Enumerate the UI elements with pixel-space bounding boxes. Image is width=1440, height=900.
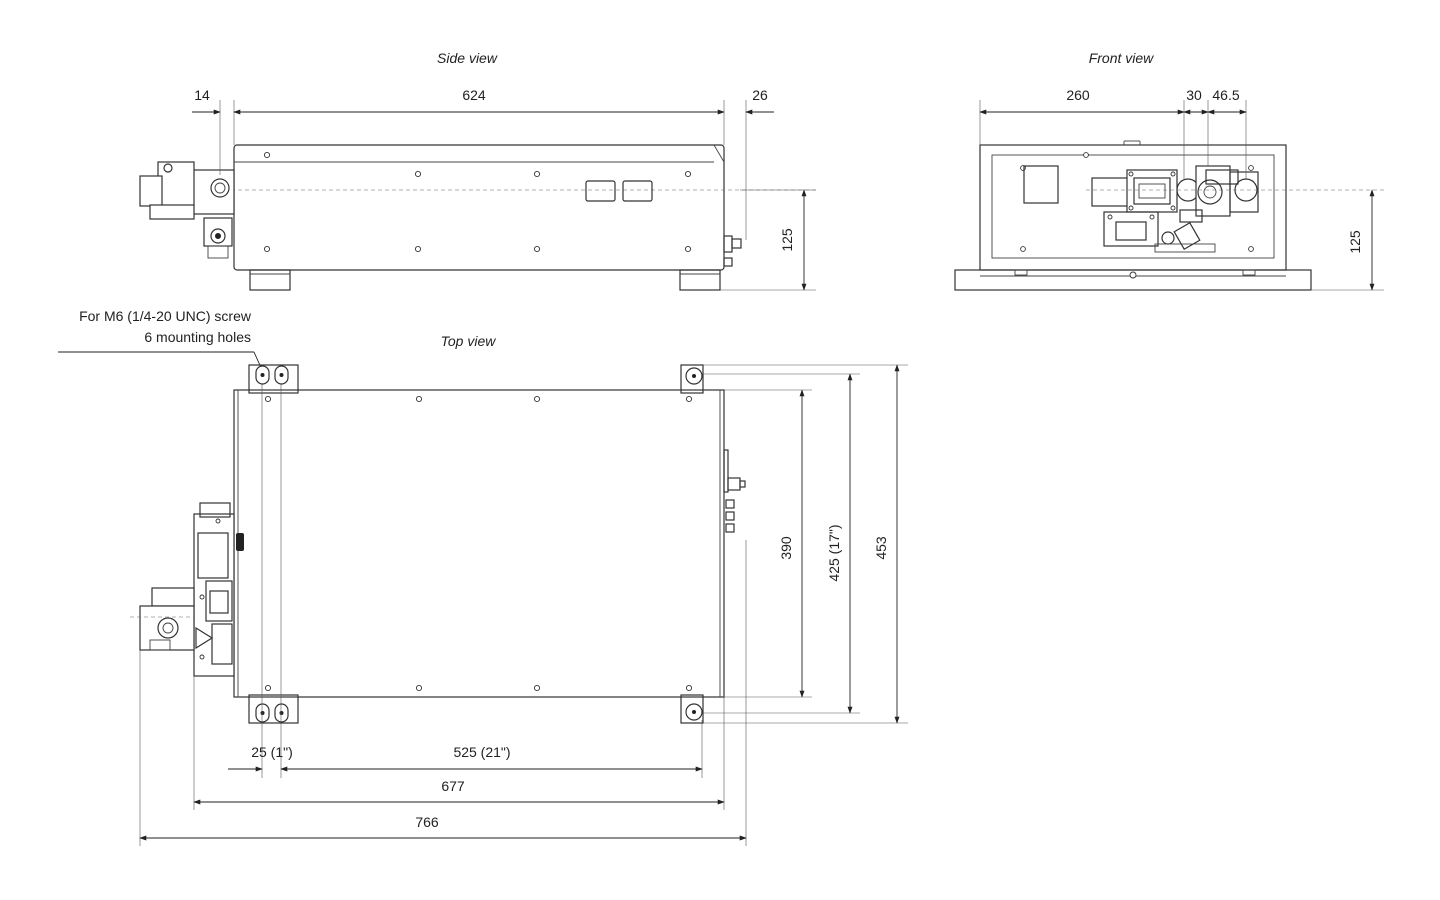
dim-side-height: 125 <box>779 228 795 252</box>
side-connector-2 <box>622 180 653 202</box>
front-waveguide-assembly <box>1091 165 1259 253</box>
side-body <box>233 144 725 271</box>
screw-note: For M6 (1/4-20 UNC) screw <box>79 308 252 324</box>
side-connector-1 <box>585 180 616 202</box>
dim-front-width-a: 260 <box>1066 87 1090 103</box>
dim-overall-length: 766 <box>415 814 439 830</box>
top-view: Top view For M6 (1/4-20 UNC) screw 6 mou… <box>58 308 908 846</box>
dim-base-length: 677 <box>441 778 465 794</box>
front-view: Front view <box>954 50 1384 291</box>
dim-body-width: 390 <box>778 536 794 560</box>
front-left-panel <box>1023 165 1059 204</box>
side-foot-left <box>249 269 291 291</box>
dim-side-right-margin: 26 <box>752 87 768 103</box>
front-view-title: Front view <box>1089 50 1154 66</box>
top-view-title: Top view <box>441 333 497 349</box>
dim-front-width-c: 46.5 <box>1212 87 1239 103</box>
dim-hole-pitch: 25 (1") <box>251 744 293 760</box>
side-view-title: Side view <box>437 50 498 66</box>
front-base-plate <box>954 269 1312 291</box>
side-view: Side view <box>139 50 816 291</box>
dim-side-left-margin: 14 <box>194 87 210 103</box>
dim-hole-span: 525 (21") <box>453 744 510 760</box>
dim-front-width-b: 30 <box>1186 87 1202 103</box>
dim-side-length: 624 <box>462 87 486 103</box>
side-screws <box>263 151 692 253</box>
dim-overall-width: 453 <box>873 536 889 560</box>
mounting-holes <box>255 365 703 723</box>
side-foot-right <box>679 269 721 291</box>
top-mechanism <box>139 502 244 677</box>
side-mechanism <box>139 161 235 259</box>
mounting-holes-note: 6 mounting holes <box>144 329 251 345</box>
dim-hole-width: 425 (17") <box>826 524 842 581</box>
top-body <box>233 389 725 698</box>
dim-front-height: 125 <box>1347 230 1363 254</box>
top-screws <box>264 395 693 692</box>
top-base-plate <box>248 364 704 724</box>
